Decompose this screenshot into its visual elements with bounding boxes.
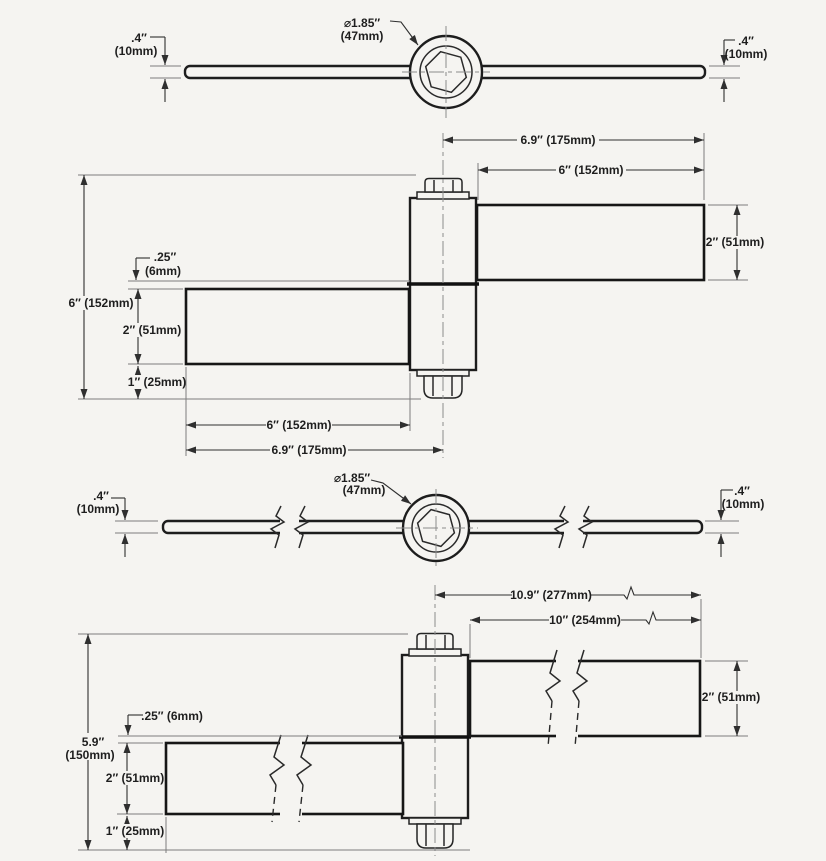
dim-thickness-left-in: .4″ (131, 31, 147, 45)
right-leaf (475, 203, 706, 282)
view-front-standard: 6.9″ (175mm) 6″ (152mm) 2″ (51mm) 6″ (15… (68, 133, 764, 458)
break-line (545, 649, 562, 702)
break-line (553, 505, 570, 549)
view2-dimensions: 6.9″ (175mm) 6″ (152mm) 2″ (51mm) 6″ (15… (68, 133, 764, 457)
view3-dimensions: .4″ (10mm) ⌀1.85″ (47mm) .4″ (10mm) (77, 471, 765, 557)
dim-leaf-offset-mm: (6mm) (145, 264, 181, 278)
dim-diameter-in: ⌀1.85″ (344, 16, 381, 30)
right-leaf-long (468, 659, 702, 738)
break-line (269, 505, 286, 549)
dim-left-leaf-height: 2″ (51mm) (106, 771, 164, 785)
dim-leaf-offset-in: .25″ (154, 250, 177, 264)
hex-pin-head-long (416, 508, 456, 548)
break-line-dashed (298, 784, 304, 823)
break-line (269, 734, 286, 786)
break-line-dashed (547, 700, 553, 748)
view1-dimensions: .4″ (10mm) ⌀1.85″ (47mm) .4″ (10mm) (115, 16, 768, 102)
view-front-long: 10.9″ (277mm) 10″ (254mm) 2″ (51mm) 5.9″… (64, 585, 760, 856)
dim-thickness-left-mm: (10mm) (115, 44, 158, 58)
dim-span-outer-top: 10.9″ (277mm) (510, 588, 592, 602)
break-line (577, 505, 594, 549)
break-line (296, 734, 313, 786)
dim-diameter-mm: (47mm) (343, 483, 386, 497)
dim-thickness-left-in: .4″ (93, 489, 109, 503)
dim-diameter-mm: (47mm) (341, 29, 384, 43)
dim-span-inner-top: 6″ (152mm) (558, 163, 623, 177)
break-line (572, 649, 589, 702)
view4-extension-lines (78, 599, 748, 853)
dim-left-leaf-height: 2″ (51mm) (123, 323, 181, 337)
dim-diameter-in: ⌀1.85″ (334, 471, 371, 485)
dim-bottom-clearance: 1″ (25mm) (128, 375, 186, 389)
break-line (293, 505, 310, 549)
dim-span-outer-bottom: 6.9″ (175mm) (271, 443, 346, 457)
dim-right-leaf-height: 2″ (51mm) (702, 690, 760, 704)
dim-span-outer-top: 6.9″ (175mm) (520, 133, 595, 147)
dim-bottom-clearance: 1″ (25mm) (106, 824, 164, 838)
dim-thickness-left-mm: (10mm) (77, 502, 120, 516)
left-leaf (184, 287, 411, 366)
dim-thickness-right-in: .4″ (738, 34, 754, 48)
view-top-standard: .4″ (10mm) ⌀1.85″ (47mm) .4″ (10mm) (115, 16, 768, 118)
break-line-dashed (574, 700, 580, 748)
dim-span-inner-top: 10″ (254mm) (549, 613, 621, 627)
dim-overall-height: 6″ (152mm) (68, 296, 133, 310)
hex-pin-head (424, 50, 468, 94)
dim-overall-height-mm: (150mm) (65, 748, 114, 762)
dim-thickness-right-mm: (10mm) (725, 47, 768, 61)
view-top-long: .4″ (10mm) ⌀1.85″ (47mm) .4″ (10mm) (77, 471, 765, 567)
dim-leaf-offset: .25″ (6mm) (141, 709, 203, 723)
dim-overall-height-in: 5.9″ (82, 735, 105, 749)
dim-right-leaf-height: 2″ (51mm) (706, 235, 764, 249)
dim-thickness-right-mm: (10mm) (722, 497, 765, 511)
view4-dimensions: 10.9″ (277mm) 10″ (254mm) 2″ (51mm) 5.9″… (64, 585, 760, 850)
break-line-dashed (271, 784, 277, 823)
dim-thickness-right-in: .4″ (734, 484, 750, 498)
dim-span-inner-bottom: 6″ (152mm) (266, 418, 331, 432)
